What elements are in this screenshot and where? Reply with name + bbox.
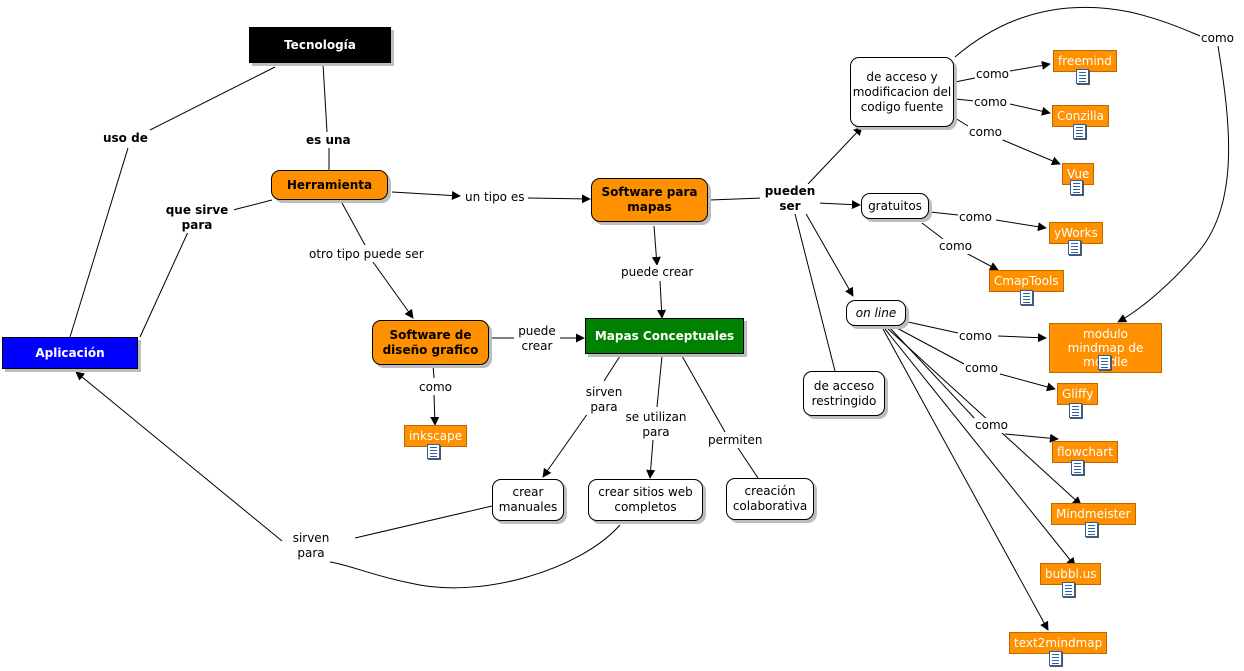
resource-icon[interactable] xyxy=(1076,69,1089,84)
link-otro-tipo[interactable]: otro tipo puede ser xyxy=(308,247,425,262)
node-creacion-colaborativa[interactable]: creación colaborativa xyxy=(726,478,814,520)
link-como-inkscape[interactable]: como xyxy=(418,380,453,395)
resource-icon[interactable] xyxy=(1073,124,1086,139)
link-un-tipo[interactable]: un tipo es xyxy=(464,190,526,205)
link-se-utilizan[interactable]: se utilizan para xyxy=(620,410,692,440)
link-como-cmap[interactable]: como xyxy=(938,239,973,254)
resource-icon[interactable] xyxy=(1062,582,1075,597)
link-como-vue[interactable]: como xyxy=(968,125,1003,140)
link-que-sirve[interactable]: que sirve para xyxy=(160,203,234,233)
tool-vue[interactable]: Vue xyxy=(1062,163,1095,185)
link-como-moodle[interactable]: como xyxy=(958,329,993,344)
link-sirven-para-2[interactable]: sirven para xyxy=(285,531,337,561)
tool-mindmeister[interactable]: Mindmeister xyxy=(1051,503,1136,525)
link-como-freemind[interactable]: como xyxy=(975,67,1010,82)
resource-icon[interactable] xyxy=(1071,460,1084,475)
link-uso-de[interactable]: uso de xyxy=(102,131,149,146)
node-software-diseno[interactable]: Software de diseño grafico xyxy=(372,320,489,365)
node-gratuitos[interactable]: gratuitos xyxy=(861,193,929,219)
resource-icon[interactable] xyxy=(1020,290,1033,305)
link-puede-crear-2[interactable]: puede crear xyxy=(514,324,560,354)
link-puede-crear-1[interactable]: puede crear xyxy=(620,265,695,280)
tool-yworks[interactable]: yWorks xyxy=(1049,222,1103,244)
resource-icon[interactable] xyxy=(1098,355,1111,370)
tool-gliffy[interactable]: Gliffy xyxy=(1057,383,1099,405)
node-herramienta[interactable]: Herramienta xyxy=(271,170,388,200)
resource-icon[interactable] xyxy=(427,444,440,459)
tool-conzilla[interactable]: Conzilla xyxy=(1052,105,1109,127)
link-pueden-ser[interactable]: pueden ser xyxy=(760,184,820,214)
link-como-conzilla[interactable]: como xyxy=(973,95,1008,110)
link-es-una[interactable]: es una xyxy=(305,133,352,148)
tool-flowchart[interactable]: flowchart xyxy=(1052,441,1118,463)
node-online[interactable]: on line xyxy=(846,300,906,326)
tool-bubbl[interactable]: bubbl.us xyxy=(1040,563,1102,585)
link-permiten[interactable]: permiten xyxy=(707,433,764,448)
node-tecnologia[interactable]: Tecnología xyxy=(249,27,391,63)
resource-icon[interactable] xyxy=(1069,403,1082,418)
resource-icon[interactable] xyxy=(1070,180,1083,195)
resource-icon[interactable] xyxy=(1085,522,1098,537)
node-crear-manuales[interactable]: crear manuales xyxy=(492,479,564,521)
node-acceso-modificacion[interactable]: de acceso y modificacion del codigo fuen… xyxy=(850,57,954,127)
tool-cmaptools[interactable]: CmapTools xyxy=(989,270,1064,292)
node-crear-sitios[interactable]: crear sitios web completos xyxy=(588,479,703,521)
node-mapas-conceptuales[interactable]: Mapas Conceptuales xyxy=(585,318,744,354)
link-como-top[interactable]: como xyxy=(1200,31,1235,46)
link-como-flow[interactable]: como xyxy=(974,418,1009,433)
resource-icon[interactable] xyxy=(1068,240,1081,255)
link-como-yworks[interactable]: como xyxy=(958,210,993,225)
node-software-mapas[interactable]: Software para mapas xyxy=(591,178,708,222)
resource-icon[interactable] xyxy=(1049,651,1062,666)
node-aplicacion[interactable]: Aplicación xyxy=(2,337,138,369)
link-como-gliffy[interactable]: como xyxy=(964,361,999,376)
node-acceso-restringido[interactable]: de acceso restringido xyxy=(803,371,885,416)
